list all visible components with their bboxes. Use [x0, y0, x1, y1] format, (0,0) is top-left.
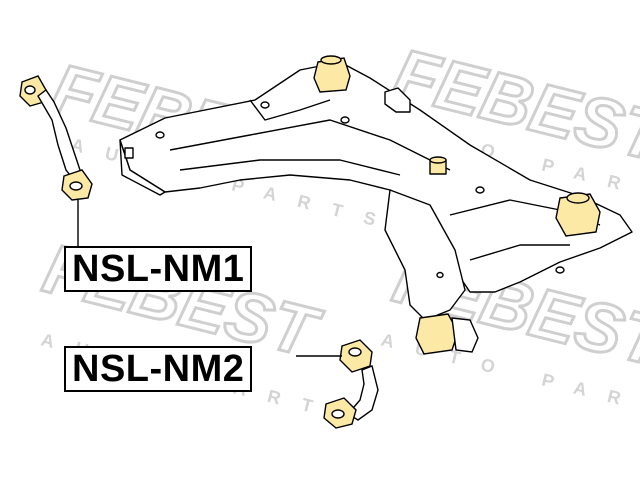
subframe-bushings — [313, 55, 601, 355]
subframe — [119, 61, 633, 321]
part-label-nsl-nm1: NSL-NM1 — [64, 246, 253, 292]
part-nsl-nm2-drawing — [323, 339, 379, 429]
part-label-nsl-nm2: NSL-NM2 — [64, 346, 253, 392]
part-nsl-nm1-drawing — [19, 75, 93, 201]
